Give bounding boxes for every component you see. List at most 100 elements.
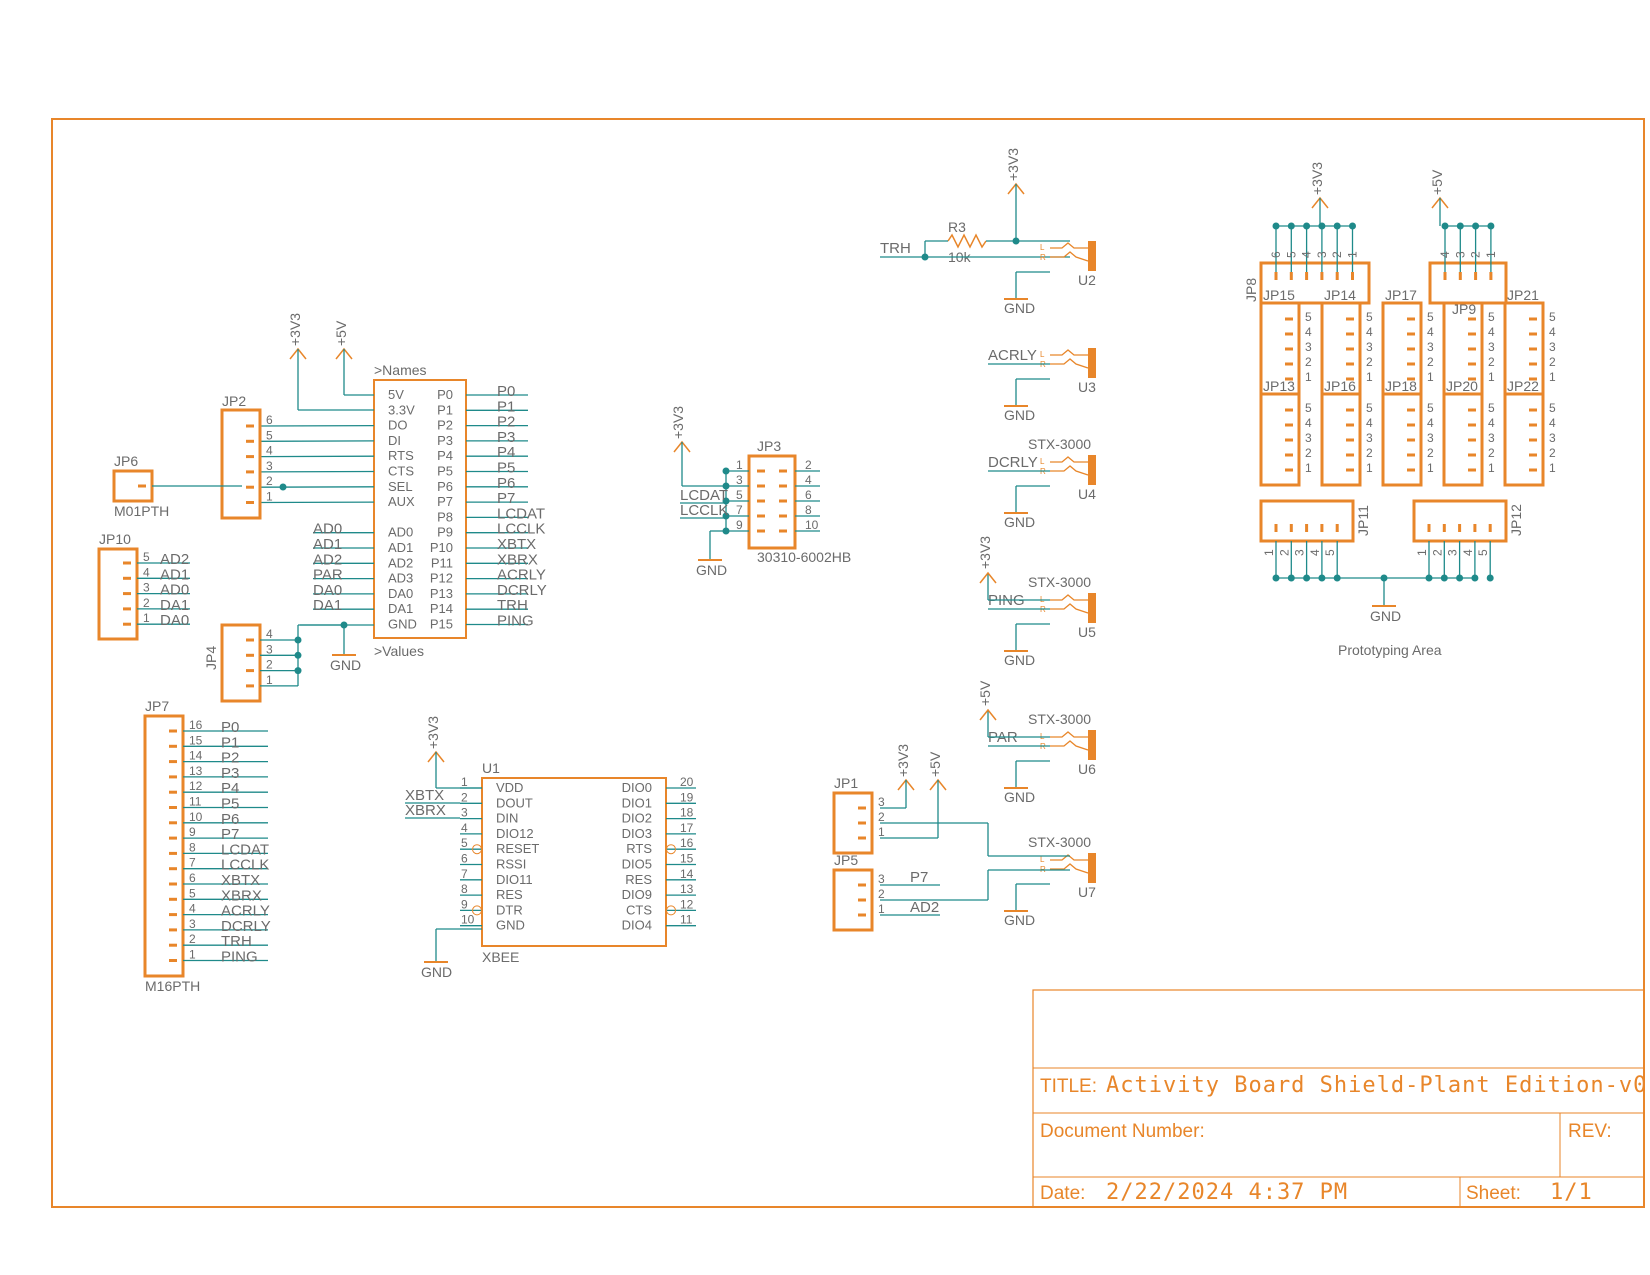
xbee-pin-dio4: DIO4	[622, 918, 652, 933]
proto-pin-2: 2	[1549, 446, 1556, 460]
board-pin-right-14: P13	[430, 586, 453, 601]
board-net-left-6: DA1	[313, 597, 342, 614]
date-label: Date:	[1040, 1183, 1085, 1204]
jp10-net-1: DA0	[160, 612, 189, 629]
board-pin-right-13: P12	[430, 571, 453, 586]
xbee-pin-num-14: 14	[680, 867, 694, 881]
main-board-symbol: >Names >Values 5V3.3VDODIRTSCTSSELAUXAD0…	[259, 362, 547, 659]
svg-text:+5V: +5V	[927, 751, 943, 777]
jp10-net-4: AD1	[160, 566, 189, 583]
jp7-net-16: P0	[221, 719, 239, 736]
board-net-right-4: P3	[497, 429, 515, 446]
xbee-pin-num-10: 10	[461, 913, 475, 927]
r3-resistor: R3 10k TRH +3V3	[880, 148, 1070, 265]
jp1-pin-1: 1	[878, 825, 885, 839]
jp8-header	[1259, 261, 1371, 305]
board-net-right-13: ACRLY	[497, 567, 546, 584]
board-net-left-4: PAR	[313, 567, 343, 584]
jack-contact-r	[1050, 863, 1089, 874]
board-pin-right-4: P3	[437, 433, 453, 448]
svg-text:30310-6002HB: 30310-6002HB	[757, 549, 851, 565]
jp10-net-5: AD2	[160, 551, 189, 568]
proto-header-jp11	[1259, 499, 1355, 543]
jp3-pin-8: 8	[805, 503, 812, 517]
proto-bottom-pin-1: 1	[1415, 549, 1429, 556]
jack-ref: U3	[1078, 379, 1096, 395]
board-net-right-9: LCDAT	[497, 505, 545, 522]
supply-arrow	[979, 571, 997, 584]
board-pin-left-4: DI	[388, 433, 401, 448]
proto-bottom-pin-3: 3	[1293, 549, 1307, 556]
jack-ref: U5	[1078, 624, 1096, 640]
svg-text:TRH: TRH	[880, 240, 911, 257]
title-label: TITLE:	[1040, 1076, 1097, 1097]
jack-contact-r	[1050, 603, 1089, 614]
proto-ref-jp9: JP9	[1452, 301, 1476, 317]
proto-pin-2: 2	[1366, 355, 1373, 369]
board-pin-left-16: GND	[388, 617, 417, 632]
jp4-pin-1: 1	[266, 673, 273, 687]
proto-pin-4: 4	[1366, 325, 1373, 339]
proto-pin-1: 1	[1488, 461, 1495, 475]
svg-text:GND: GND	[421, 964, 452, 980]
jp7-pin-4: 4	[189, 902, 196, 916]
proto-pin-5: 5	[1366, 401, 1373, 415]
jp7-net-9: P7	[221, 826, 239, 843]
proto-pin-4: 4	[1305, 416, 1312, 430]
jack-contact-l	[1050, 349, 1088, 356]
jack-body	[1088, 241, 1096, 271]
proto-ref-jp17: JP17	[1385, 287, 1417, 303]
proto-pin-1: 1	[1488, 370, 1495, 384]
proto-ref-jp12: JP12	[1508, 504, 1524, 536]
jp8-pin-3: 3	[1315, 251, 1329, 258]
sheet-frame	[51, 118, 1645, 1208]
jp7-net-15: P1	[221, 734, 239, 751]
board-net-right-15: TRH	[497, 597, 528, 614]
proto-pin-4: 4	[1488, 416, 1495, 430]
board-net-right-2: P1	[497, 398, 515, 415]
proto-header-jp12	[1412, 499, 1508, 543]
proto-pin-5: 5	[1488, 310, 1495, 324]
junction	[279, 483, 287, 491]
proto-ref-jp13: JP13	[1263, 378, 1295, 394]
proto-pin-4: 4	[1366, 416, 1373, 430]
proto-ref-jp15: JP15	[1263, 287, 1295, 303]
xbee-pin-num-17: 17	[680, 821, 694, 835]
xbee-pin-dio0: DIO0	[622, 780, 652, 795]
svg-text:JP2: JP2	[222, 393, 246, 409]
jp7-net-4: ACRLY	[221, 903, 270, 920]
board-pin-right-7: P6	[437, 479, 453, 494]
jack-value: STX-3000	[1028, 436, 1091, 452]
proto-header-jp20	[1442, 392, 1484, 487]
board-pin-right-11: P10	[430, 540, 453, 555]
proto-pin-5: 5	[1427, 401, 1434, 415]
svg-text:XBRX: XBRX	[405, 802, 446, 819]
jp10-pin-2: 2	[143, 596, 150, 610]
jack-pin-l: L	[1040, 243, 1045, 252]
board-pin-right-12: P11	[431, 555, 453, 570]
board-pin-left-8: AUX	[388, 494, 415, 509]
xbee-pin-dout: DOUT	[496, 795, 533, 810]
svg-text:R3: R3	[948, 219, 966, 235]
jack-gnd: GND	[1004, 789, 1035, 805]
jack-contact-l	[1050, 456, 1088, 463]
jack-body	[1088, 593, 1096, 623]
proto-bottom-pin-5: 5	[1323, 549, 1337, 556]
jack-supply: +3V3	[977, 536, 993, 569]
board-left-pins: 5V3.3VDODIRTSCTSSELAUXAD0AD1AD2AD3DA0DA1…	[259, 387, 417, 632]
proto-pin-5: 5	[1305, 310, 1312, 324]
xbee-pin-num-1: 1	[461, 775, 468, 789]
proto-pin-5: 5	[1488, 401, 1495, 415]
board-pin-left-3: DO	[388, 418, 408, 433]
board-pin-right-9: P8	[437, 509, 453, 524]
xbee-pin-num-16: 16	[680, 836, 694, 850]
proto-pin-1: 1	[1305, 461, 1312, 475]
jack-contact-l	[1050, 594, 1088, 601]
jp7-net-3: DCRLY	[221, 918, 271, 935]
jp1-pin-2: 2	[878, 810, 885, 824]
xbee-pin-res: RES	[625, 872, 652, 887]
xbee-pin-gnd: GND	[496, 918, 525, 933]
